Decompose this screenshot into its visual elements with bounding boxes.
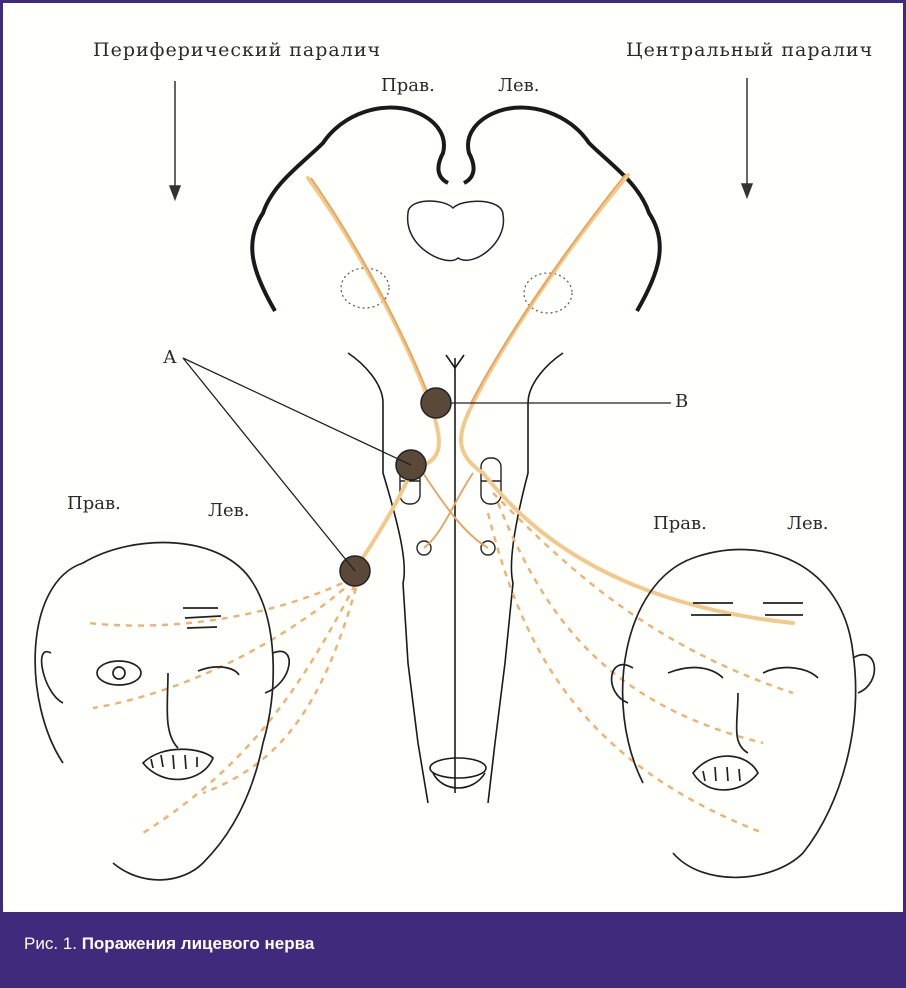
- central-arrow: [742, 78, 752, 197]
- ventricle: [408, 201, 504, 261]
- basal-nucleus-right: [341, 268, 389, 308]
- face-central-paralysis: [612, 550, 875, 878]
- marker-a-label: А: [163, 347, 177, 368]
- caption-title: Поражения лицевого нерва: [82, 934, 315, 953]
- nerve-pathways: [308, 175, 793, 623]
- peripheral-paralysis-label: Периферический паралич: [93, 39, 381, 61]
- face2-right-label: Прав.: [653, 513, 707, 534]
- face-peripheral-paralysis: [35, 543, 289, 880]
- marker-b-label: В: [675, 391, 688, 412]
- face1-left-label: Лев.: [208, 500, 250, 521]
- brainstem: [348, 353, 563, 803]
- brain-left-label: Лев.: [498, 75, 540, 96]
- peripheral-arrow: [170, 81, 180, 199]
- facial-nerve-diagram: [3, 3, 906, 915]
- lesion-markers: [340, 388, 451, 586]
- caption-prefix: Рис. 1.: [24, 934, 77, 953]
- brain-right-label: Прав.: [381, 75, 435, 96]
- figure-caption: Рис. 1. Поражения лицевого нерва: [0, 912, 906, 988]
- face2-left-label: Лев.: [787, 513, 829, 534]
- face1-right-label: Прав.: [67, 493, 121, 514]
- central-paralysis-label: Центральный паралич: [626, 39, 873, 61]
